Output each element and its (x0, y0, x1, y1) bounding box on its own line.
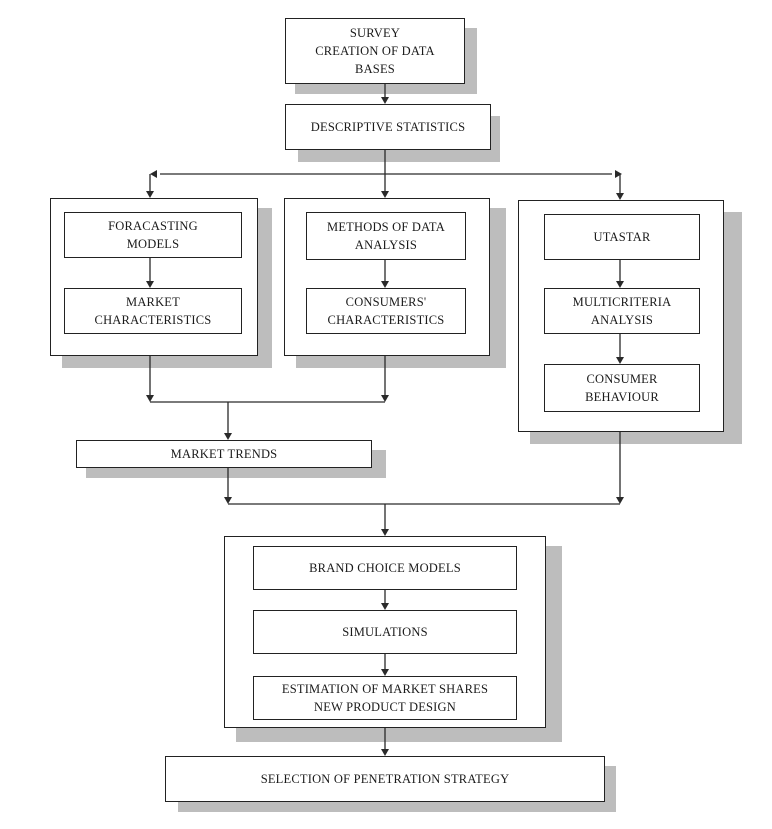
consumers-char-line-2: CHARACTERISTICS (327, 313, 445, 327)
arrowhead (615, 170, 622, 178)
multicriteria-analysis-box: MULTICRITERIA ANALYSIS (544, 288, 700, 334)
arrowhead (381, 97, 389, 104)
estimation-box: ESTIMATION OF MARKET SHARES NEW PRODUCT … (253, 676, 517, 720)
simulations-box: SIMULATIONS (253, 610, 517, 654)
descriptive-statistics-box: DESCRIPTIVE STATISTICS (285, 104, 491, 150)
estimation-line-1: ESTIMATION OF MARKET SHARES (281, 682, 489, 696)
arrowhead (224, 433, 232, 440)
arrowhead (616, 357, 624, 364)
survey-line-1: SURVEY (349, 26, 401, 40)
market-trends-label: MARKET TRENDS (170, 447, 278, 461)
survey-line-2: CREATION OF DATA (315, 44, 435, 58)
arrowhead (381, 603, 389, 610)
forecasting-models-box: FORACASTING MODELS (64, 212, 242, 258)
market-trends-box: MARKET TRENDS (76, 440, 372, 468)
arrowhead (616, 497, 624, 504)
methods-line-1: METHODS OF DATA (327, 220, 445, 234)
behaviour-line-1: CONSUMER (586, 372, 658, 386)
methods-data-analysis-box: METHODS OF DATA ANALYSIS (306, 212, 466, 260)
simulations-label: SIMULATIONS (342, 625, 428, 639)
selection-label: SELECTION OF PENETRATION STRATEGY (260, 772, 510, 786)
survey-box: SURVEY CREATION OF DATA BASES (285, 18, 465, 84)
estimation-line-2: NEW PRODUCT DESIGN (313, 700, 457, 714)
forecasting-line-2: MODELS (126, 237, 180, 251)
consumers-char-line-1: CONSUMERS' (345, 295, 427, 309)
behaviour-line-2: BEHAVIOUR (585, 390, 659, 404)
multicriteria-line-2: ANALYSIS (590, 313, 654, 327)
selection-strategy-box: SELECTION OF PENETRATION STRATEGY (165, 756, 605, 802)
arrowhead (150, 170, 157, 178)
survey-line-3: BASES (355, 62, 395, 76)
arrowhead (381, 529, 389, 536)
arrowhead (381, 395, 389, 402)
brand-choice-label: BRAND CHOICE MODELS (309, 561, 461, 575)
arrowhead (146, 191, 154, 198)
multicriteria-line-1: MULTICRITERIA (572, 295, 672, 309)
consumers-characteristics-box: CONSUMERS' CHARACTERISTICS (306, 288, 466, 334)
methods-line-2: ANALYSIS (354, 238, 418, 252)
arrowhead (146, 281, 154, 288)
market-char-line-2: CHARACTERISTICS (94, 313, 212, 327)
arrowhead (616, 281, 624, 288)
utastar-label: UTASTAR (593, 230, 651, 244)
consumer-behaviour-box: CONSUMER BEHAVIOUR (544, 364, 700, 412)
arrowhead (381, 191, 389, 198)
arrowhead (381, 669, 389, 676)
arrowhead (146, 395, 154, 402)
forecasting-line-1: FORACASTING (108, 219, 198, 233)
arrowhead (381, 281, 389, 288)
arrowhead (381, 749, 389, 756)
market-char-line-1: MARKET (126, 295, 180, 309)
arrowhead (616, 193, 624, 200)
descriptive-label: DESCRIPTIVE STATISTICS (310, 120, 466, 134)
brand-choice-models-box: BRAND CHOICE MODELS (253, 546, 517, 590)
arrowhead (224, 497, 232, 504)
market-characteristics-box: MARKET CHARACTERISTICS (64, 288, 242, 334)
utastar-box: UTASTAR (544, 214, 700, 260)
